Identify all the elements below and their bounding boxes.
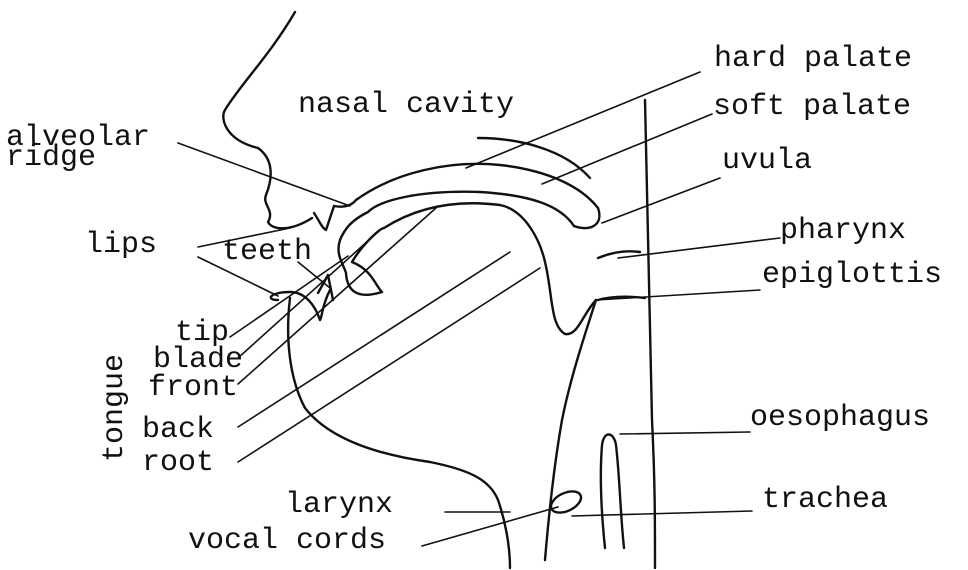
- label-larynx: larynx: [285, 488, 393, 522]
- leader-pharynx: [618, 238, 780, 258]
- label-hard-palate: hard palate: [714, 42, 912, 76]
- label-front: front: [148, 371, 238, 405]
- uvula-tip: [574, 208, 599, 228]
- label-epiglottis: epiglottis: [762, 258, 942, 292]
- pharynx-front-line: [598, 251, 640, 258]
- oesophagus-outline: [601, 434, 624, 548]
- label-teeth: teeth: [222, 235, 312, 269]
- leader-epiglottis: [596, 290, 760, 300]
- label-back: back: [142, 413, 214, 447]
- leader-soft-palate: [542, 114, 712, 184]
- leader-oesophagus: [620, 432, 750, 434]
- pharynx-back-wall: [645, 100, 655, 568]
- label-lips: lips: [85, 228, 157, 262]
- leader-trachea: [572, 511, 752, 516]
- vocal-cords-shape: [548, 487, 585, 517]
- leader-uvula: [602, 178, 720, 223]
- labels: hard palate nasal cavity soft palate alv…: [6, 42, 942, 558]
- leader-lines: [178, 72, 780, 546]
- larynx-rear-line: [545, 300, 596, 560]
- leader-root: [238, 268, 540, 462]
- label-vocal-cords: vocal cords: [188, 524, 386, 558]
- palate-upper-contour: [334, 164, 598, 208]
- label-nasal-cavity: nasal cavity: [298, 88, 514, 122]
- leader-back: [238, 252, 510, 427]
- label-soft-palate: soft palate: [713, 90, 911, 124]
- tongue-upper-contour: [339, 203, 565, 334]
- label-ridge: ridge: [6, 141, 96, 175]
- label-trachea: trachea: [762, 483, 888, 517]
- label-root: root: [142, 446, 214, 480]
- leader-vocal-cords: [422, 507, 558, 546]
- lower-lip: [271, 290, 330, 320]
- upper-teeth: [314, 206, 334, 230]
- label-pharynx: pharynx: [780, 214, 906, 248]
- label-uvula: uvula: [722, 144, 812, 178]
- label-oesophagus: oesophagus: [750, 401, 930, 435]
- label-tongue: tongue: [98, 354, 132, 462]
